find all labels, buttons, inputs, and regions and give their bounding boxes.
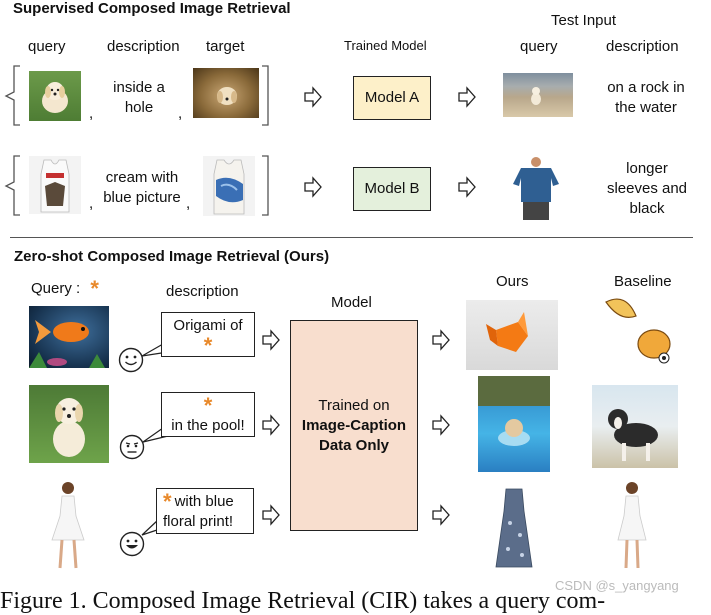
smiley-icon: [118, 347, 144, 373]
arrow-right-icon: [304, 176, 322, 198]
baseline-image-white-dress: [612, 480, 652, 572]
arrow-right-icon: [432, 414, 450, 436]
dog-in-hole-illustration: [217, 87, 237, 105]
bubble-floral: *with blue floral print!: [156, 488, 254, 534]
model-b-box: Model B: [353, 167, 431, 211]
goldfish-illustration: [29, 320, 105, 368]
baseline-image-cartoon-goldfish: [596, 292, 678, 370]
target-image-tanktop: [203, 156, 255, 216]
query-label-text: Query :: [31, 280, 81, 297]
tshirt-man-illustration: [513, 157, 559, 220]
white-dog-illustration: [53, 398, 85, 457]
zeroshot-title: Zero-shot Composed Image Retrieval (Ours…: [14, 248, 330, 265]
test-input-label: Test Input: [551, 12, 617, 29]
col-description-label: description: [107, 38, 180, 55]
test-image-dog-rock: [503, 73, 573, 117]
arrow-right-icon: [262, 504, 280, 526]
query-image-dog: [29, 71, 81, 121]
star-icon: *: [203, 393, 213, 419]
test-description-1: on a rock in the water: [607, 79, 685, 116]
ours-label: Ours: [496, 273, 529, 290]
origami-fish-illustration: [486, 312, 528, 352]
description-label: description: [166, 283, 239, 300]
australian-shepherd-illustration: [608, 409, 658, 461]
floral-dress-illustration: [495, 488, 533, 568]
watermark: CSDN @s_yangyang: [555, 578, 679, 593]
star-icon: *: [90, 276, 99, 302]
test-description-2: longer sleeves and black: [606, 160, 688, 217]
query-image-white-dress: [40, 480, 96, 572]
comma-1: ,: [89, 105, 94, 122]
col-query-label: query: [28, 38, 66, 55]
section-divider: [10, 237, 693, 238]
zeroshot-model-box: Trained on Image-Caption Data Only: [290, 320, 418, 531]
bracket-lines: [4, 65, 269, 216]
model-label: Model: [331, 294, 372, 311]
tanktop-illustration: [40, 159, 70, 213]
query-label: Query : *: [31, 276, 99, 302]
model-a-box: Model A: [353, 76, 431, 120]
test-image-tshirt: [511, 156, 561, 220]
trained-model-label: Trained Model: [344, 38, 427, 53]
comma-3: ,: [89, 195, 94, 212]
supervised-title: Supervised Composed Image Retrieval: [13, 0, 291, 17]
ours-image-floral-dress: [490, 483, 538, 573]
cartoon-goldfish-illustration: [605, 298, 671, 364]
grin-face-icon: [119, 531, 145, 557]
bubble-floral-text: with blue floral print!: [163, 493, 234, 530]
arrow-right-icon: [458, 86, 476, 108]
neutral-face-icon: [119, 434, 145, 460]
dog-in-pool-illustration: [478, 376, 550, 446]
figure-caption: Figure 1. Composed Image Retrieval (CIR)…: [0, 588, 606, 614]
comma-2: ,: [178, 105, 183, 122]
arrow-right-icon: [458, 176, 476, 198]
bubble-origami: Origami of *: [161, 312, 255, 357]
arrow-right-icon: [262, 414, 280, 436]
ours-image-dog-pool: [478, 376, 550, 472]
blue-tanktop-illustration: [213, 159, 245, 215]
baseline-label: Baseline: [614, 273, 672, 290]
star-icon: *: [203, 333, 213, 359]
test-description-label: description: [606, 38, 679, 55]
query-image-goldfish: [29, 306, 109, 368]
white-dress-illustration: [51, 482, 85, 569]
dog-on-rock-illustration: [531, 87, 541, 105]
white-dress-illustration: [617, 482, 647, 569]
arrow-right-icon: [262, 329, 280, 351]
model-text-line1: Trained on: [318, 396, 390, 414]
ours-image-origami-fish: [466, 300, 558, 370]
arrow-right-icon: [432, 329, 450, 351]
model-text-line3: Data Only: [318, 436, 390, 454]
model-text-line2: Image-Caption: [301, 416, 407, 434]
baseline-image-dog-beach: [592, 385, 678, 468]
arrow-right-icon: [432, 504, 450, 526]
row1-description: inside a hole: [113, 79, 165, 116]
col-target-label: target: [206, 38, 245, 55]
test-query-label: query: [520, 38, 558, 55]
query-image-tanktop: [29, 156, 81, 214]
bubble-pool: * in the pool!: [161, 392, 255, 437]
row2-description: cream with blue picture: [103, 169, 181, 206]
star-icon: *: [163, 489, 172, 515]
arrow-right-icon: [304, 86, 322, 108]
bubble-pool-text: in the pool!: [171, 417, 245, 434]
bubble-origami-text: Origami of: [173, 317, 243, 334]
query-image-dog-grass: [29, 385, 109, 463]
dog-illustration: [42, 82, 68, 113]
target-image-dog-hole: [193, 68, 259, 118]
comma-4: ,: [186, 195, 191, 212]
